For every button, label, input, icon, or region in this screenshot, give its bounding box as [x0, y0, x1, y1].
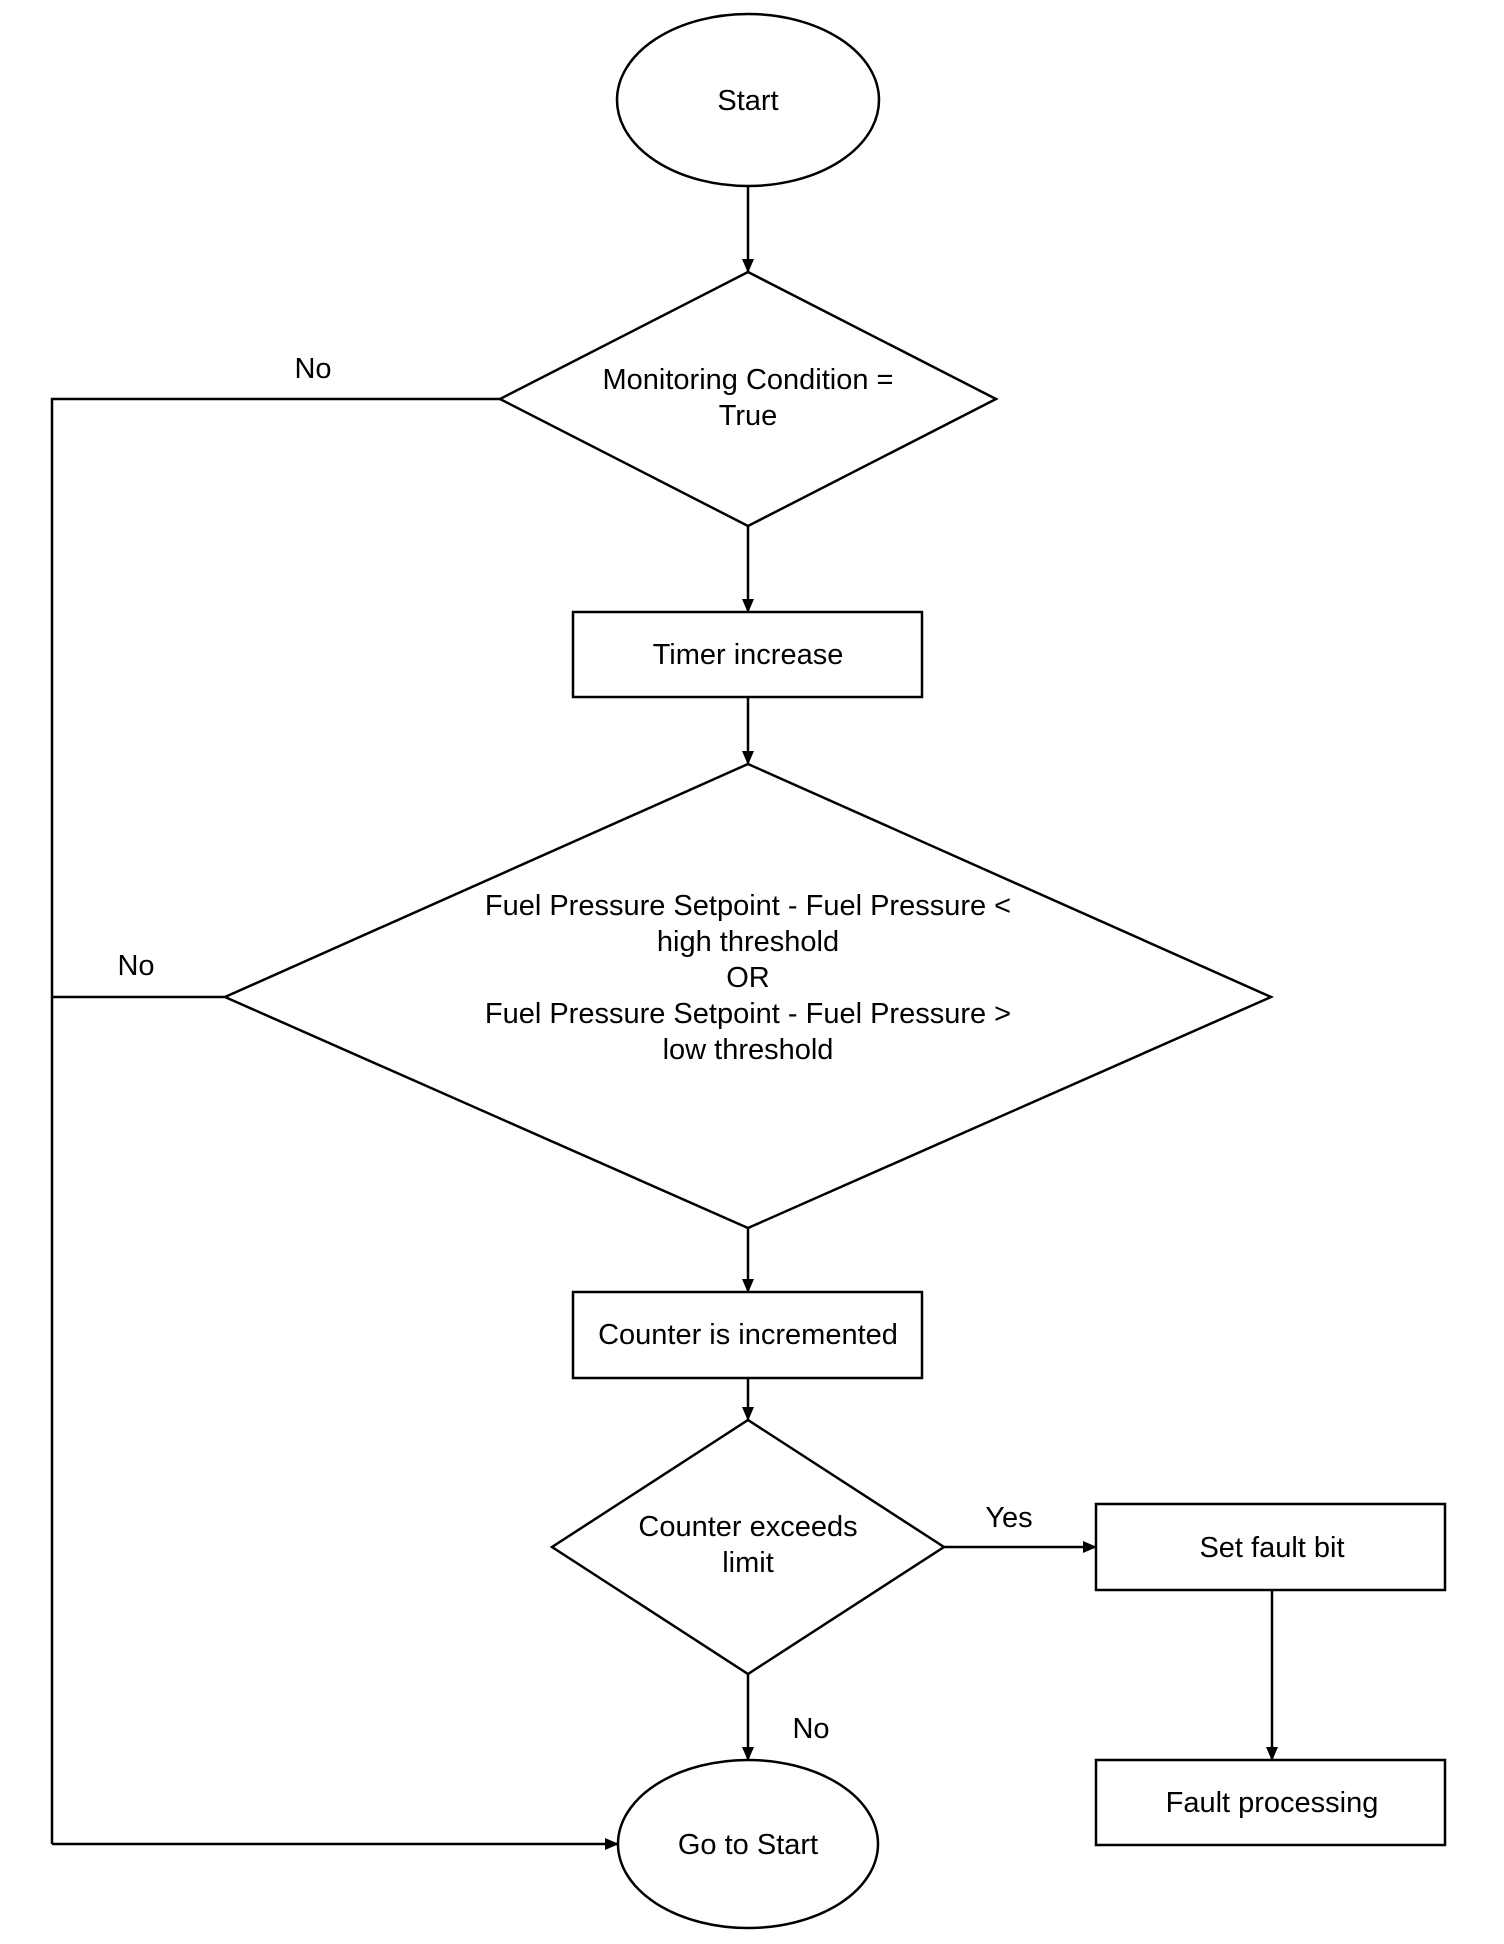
exceeds-no-label: No	[792, 1713, 829, 1745]
timer-increase-label: Timer increase	[653, 639, 844, 671]
monitoring-no-label: No	[294, 353, 331, 385]
fuel-pressure-label-line-3: OR	[726, 962, 770, 994]
counter-exceeds-label-line-2: limit	[722, 1547, 774, 1579]
fault-processing-label: Fault processing	[1166, 1787, 1379, 1819]
start-node[interactable]: Start	[615, 12, 881, 188]
edge-monitoring-no-loop	[50, 397, 500, 1844]
counter-incremented-label: Counter is incremented	[598, 1319, 898, 1351]
counter-incremented-box[interactable]: Counter is incremented	[571, 1290, 924, 1380]
timer-increase-box[interactable]: Timer increase	[571, 610, 924, 699]
set-fault-bit-box[interactable]: Set fault bit	[1094, 1502, 1447, 1592]
set-fault-bit-label: Set fault bit	[1199, 1532, 1344, 1564]
counter-exceeds-decision[interactable]: Counter exceeds limit	[549, 1418, 947, 1676]
fuel-pressure-label-line-5: low threshold	[663, 1034, 834, 1066]
monitoring-condition-decision[interactable]: Monitoring Condition = True	[497, 270, 999, 528]
exceeds-yes-label: Yes	[985, 1502, 1032, 1534]
go-to-start-node[interactable]: Go to Start	[616, 1758, 880, 1930]
edges	[50, 186, 1278, 1850]
pressure-no-label: No	[117, 950, 154, 982]
fault-processing-box[interactable]: Fault processing	[1094, 1758, 1447, 1847]
go-to-start-label: Go to Start	[678, 1829, 818, 1861]
fuel-pressure-label-line-2: high threshold	[657, 926, 839, 958]
monitoring-condition-label-line-1: Monitoring Condition =	[603, 364, 894, 396]
counter-exceeds-label-line-1: Counter exceeds	[638, 1511, 857, 1543]
fuel-pressure-label-line-4: Fuel Pressure Setpoint - Fuel Pressure >	[485, 998, 1011, 1030]
monitoring-condition-label-line-2: True	[719, 400, 778, 432]
fuel-pressure-label-line-1: Fuel Pressure Setpoint - Fuel Pressure <	[485, 890, 1011, 922]
fuel-pressure-decision[interactable]: Fuel Pressure Setpoint - Fuel Pressure <…	[221, 762, 1275, 1230]
start-node-label: Start	[717, 85, 778, 117]
